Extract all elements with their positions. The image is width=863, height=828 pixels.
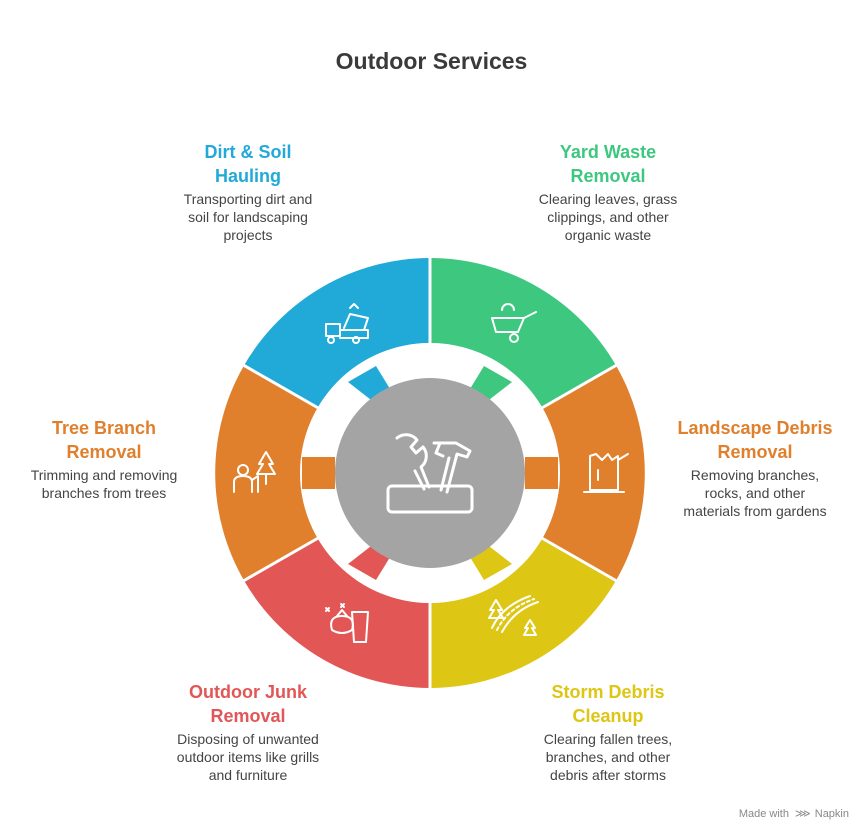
segment-title: Landscape Debris Removal bbox=[677, 418, 833, 462]
segment-dirt-soil-hauling[interactable] bbox=[244, 258, 430, 408]
segment-yard-waste-removal[interactable] bbox=[430, 258, 616, 408]
forest-road-icon bbox=[488, 595, 539, 636]
segment-description: Disposing of unwanted outdoor items like… bbox=[176, 731, 320, 783]
segment-description: Removing branches, rocks, and other mate… bbox=[683, 467, 827, 519]
label-storm-debris-cleanup: Storm Debris Cleanup Clearing fallen tre… bbox=[518, 680, 698, 784]
segment-title: Dirt & Soil Hauling bbox=[204, 142, 292, 186]
label-tree-branch-removal: Tree Branch Removal Trimming and removin… bbox=[14, 416, 194, 502]
segment-landscape-debris-removal[interactable] bbox=[542, 365, 645, 581]
dump-truck-icon bbox=[325, 303, 369, 344]
segment-outdoor-junk-removal[interactable] bbox=[244, 538, 430, 688]
tree-stump-icon bbox=[583, 453, 629, 493]
center-hub bbox=[335, 378, 525, 568]
segment-description: Clearing leaves, grass clippings, and ot… bbox=[538, 191, 678, 243]
label-yard-waste-removal: Yard Waste Removal Clearing leaves, gras… bbox=[518, 140, 698, 244]
label-dirt-soil-hauling: Dirt & Soil Hauling Transporting dirt an… bbox=[158, 140, 338, 244]
segment-description: Clearing fallen trees, branches, and oth… bbox=[543, 731, 673, 783]
diagram-title: Outdoor Services bbox=[335, 48, 528, 74]
connector-tree bbox=[302, 457, 335, 489]
trash-bag-icon bbox=[325, 603, 369, 643]
segment-title: Yard Waste Removal bbox=[559, 142, 657, 186]
toolbox-icon bbox=[386, 433, 474, 514]
person-tree-icon bbox=[233, 451, 276, 493]
segment-storm-debris-cleanup[interactable] bbox=[430, 538, 616, 688]
wheelbarrow-icon bbox=[491, 303, 537, 343]
napkin-watermark[interactable]: Made with ⋙ Napkin bbox=[738, 808, 849, 820]
segment-title: Tree Branch Removal bbox=[51, 418, 157, 462]
segment-title: Storm Debris Cleanup bbox=[551, 682, 665, 726]
segment-separators bbox=[237, 250, 623, 696]
segment-description: Trimming and removing branches from tree… bbox=[30, 467, 178, 501]
segment-title: Outdoor Junk Removal bbox=[189, 682, 307, 726]
label-landscape-debris-removal: Landscape Debris Removal Removing branch… bbox=[660, 416, 850, 520]
label-outdoor-junk-removal: Outdoor Junk Removal Disposing of unwant… bbox=[158, 680, 338, 784]
connector-landscape bbox=[525, 457, 558, 489]
segment-description: Transporting dirt and soil for landscapi… bbox=[183, 191, 313, 243]
napkin-logo-icon: ⋙ bbox=[795, 808, 811, 820]
